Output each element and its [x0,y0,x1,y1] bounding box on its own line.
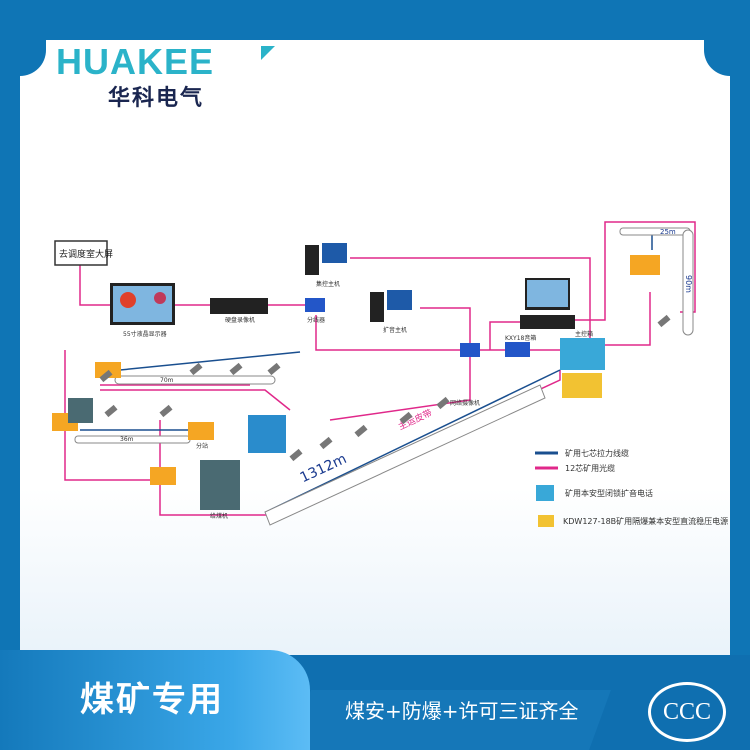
legend: 矿用七芯拉力线缆 12芯矿用光缆 矿用本安型闭锁扩音电话 KDW127-18B矿… [535,448,728,527]
substation-label: 分站 [196,442,208,450]
belt-a-label: 70m [160,377,174,384]
splitter-label: 分线器 [307,316,325,324]
belts [74,227,694,526]
computer-icon [305,243,347,275]
phone-icon [536,485,554,501]
legend-label: 矿用本安型闭锁扩音电话 [565,488,653,498]
content-card [20,40,730,680]
brand-logo: HUAKEE 华科电气 [56,41,275,112]
dispatch-screen-label: 去调度室大屏 [59,248,113,260]
legend-label: KDW127-18B矿用隔爆兼本安型直流稳压电源 [563,516,728,526]
main-box-label: 主控箱 [575,330,593,338]
substation-icon [630,255,660,275]
coal-feeder-icon [200,460,240,510]
belt-b-label: 36m [120,436,134,443]
phone-icon [505,342,530,357]
dispatch-screen-box [54,240,108,266]
legend-label: 矿用七芯拉力线缆 [565,448,629,458]
banner-subtitle: 煤安+防爆+许可三证齐全 [345,699,579,723]
belt-top-label: 25m [660,228,676,236]
nvr-icon [520,315,575,329]
splitter-icon [305,298,325,312]
banner-title: 煤矿专用 [80,680,224,720]
camera-icons [99,314,671,462]
nvr-icon [210,298,268,314]
monitor-icon [525,278,570,310]
splitter-icon [460,343,480,357]
fiber-cables [64,221,696,516]
camera-label: 网络摄像机 [450,399,480,407]
logo-text-cn: 华科电气 [108,86,205,111]
legend-label: 12芯矿用光缆 [565,463,615,473]
logo-text-en: HUAKEE [56,41,215,82]
ccc-cert-icon: CCC [648,682,726,742]
power-supply-icon [538,515,554,527]
substation-icon [95,362,121,378]
computer-icon [370,290,412,322]
monitor-label: 55寸液晶显示器 [123,330,167,338]
substation-icon [150,467,176,485]
speaker-label: KXY18音箱 [505,334,536,342]
main-box-icon [560,338,605,370]
coal-feeder-label: 给煤机 [210,512,228,520]
control-host-label: 集控主机 [316,280,340,288]
control-cabinet-icon [248,415,286,453]
broadcast-host-label: 扩音主机 [383,326,407,334]
banner-ribbon [0,650,310,750]
logo-mark-icon [261,46,275,60]
nvr-label: 硬盘录像机 [225,316,255,324]
power-supply-icon [562,373,602,398]
belt-right-label: 90m [684,275,693,293]
monitor-icon [110,283,175,325]
substation-icon [188,422,214,440]
coal-feeder-icon [68,398,93,423]
